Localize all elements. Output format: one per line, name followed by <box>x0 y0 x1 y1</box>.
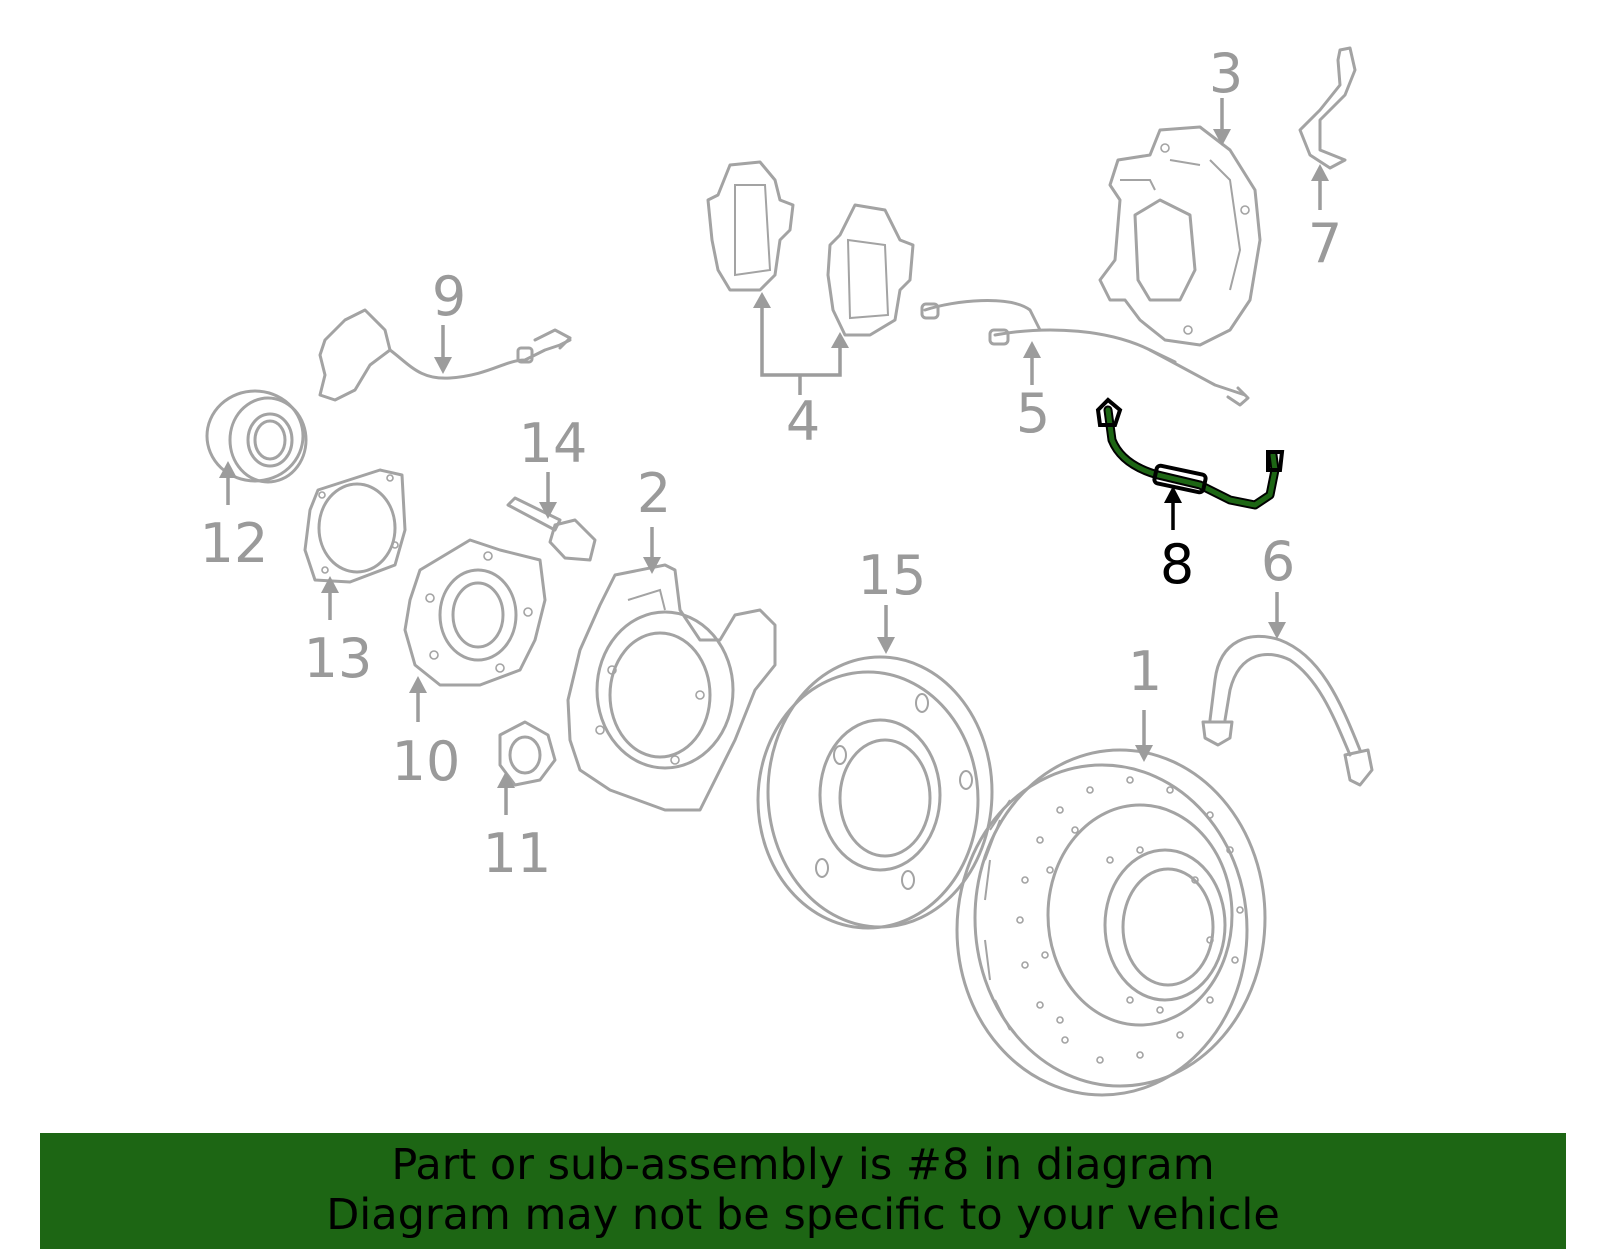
callout-labels: 1 2 3 4 5 6 7 8 9 10 11 12 13 14 15 <box>200 42 1343 885</box>
part-8-highlighted-hose[interactable] <box>1095 397 1285 510</box>
callout-13: 13 <box>304 627 373 690</box>
part-6-brake-hose[interactable] <box>1201 634 1374 787</box>
part-15-brake-disc[interactable] <box>756 655 994 930</box>
part-1-drilled-rotor[interactable] <box>955 748 1267 1097</box>
part-3-caliper[interactable] <box>1098 125 1262 347</box>
part-4-brake-pads[interactable] <box>706 160 915 337</box>
part-5-wear-sensor[interactable] <box>920 299 1250 407</box>
callout-3: 3 <box>1209 42 1243 105</box>
part-12-wheel-bearing[interactable] <box>205 389 308 484</box>
callout-1: 1 <box>1128 640 1162 703</box>
parts-diagram: 1 2 3 4 5 6 7 8 9 10 11 12 13 14 15 <box>200 42 1374 1097</box>
callout-15: 15 <box>858 544 927 607</box>
callout-arrows <box>219 98 1329 815</box>
part-13-cover-plate[interactable] <box>303 468 407 584</box>
callout-14: 14 <box>519 412 588 475</box>
callout-9: 9 <box>432 265 466 328</box>
part-11-nut[interactable] <box>498 720 557 787</box>
info-banner: Part or sub-assembly is #8 in diagram Di… <box>40 1133 1566 1249</box>
part-9-abs-sensor[interactable] <box>318 308 572 402</box>
part-8-hose-fill <box>1105 407 1278 508</box>
callout-8: 8 <box>1160 533 1194 596</box>
part-2-dust-shield[interactable] <box>566 563 777 812</box>
callout-10: 10 <box>392 730 461 793</box>
callout-11: 11 <box>483 822 552 885</box>
callout-5: 5 <box>1016 382 1050 445</box>
part-14-bolt[interactable] <box>506 496 597 562</box>
callout-4: 4 <box>786 390 820 453</box>
banner-line-disclaimer: Diagram may not be specific to your vehi… <box>326 1190 1280 1240</box>
callout-6: 6 <box>1261 530 1295 593</box>
callout-12: 12 <box>200 512 269 575</box>
banner-line-part: Part or sub-assembly is #8 in diagram <box>391 1140 1215 1190</box>
part-7-brake-line[interactable] <box>1298 46 1357 170</box>
part-10-wheel-hub[interactable] <box>403 538 547 687</box>
callout-7: 7 <box>1308 212 1342 275</box>
callout-2: 2 <box>637 462 671 525</box>
